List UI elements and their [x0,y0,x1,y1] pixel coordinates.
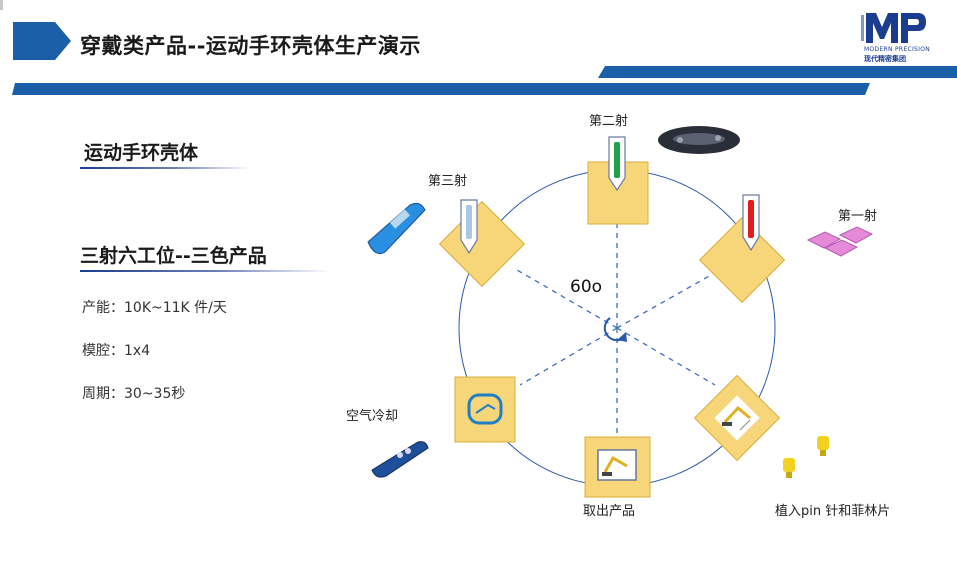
company-logo-icon [861,13,926,43]
process-heading: 三射六工位--三色产品 [80,245,267,267]
header-band [12,66,957,95]
station-second-shot [587,136,649,225]
label-second-shot: 第二射 [589,114,629,129]
station-first-shot [698,216,786,304]
rotation-arrow-icon [603,317,627,342]
product-pink-parts-icon [806,226,874,257]
first-shot-nozzle-icon [742,194,760,252]
label-third-shot: 第三射 [428,174,468,189]
product-pins-icon [783,436,829,478]
spec-capacity: 产能：10K~11K 件/天 [82,300,227,316]
label-air-cooling: 空气冷却 [346,409,399,424]
label-first-shot: 第一射 [838,209,878,224]
logo-caption-en: MODERN PRECISION [864,46,931,53]
title-arrow-icon [13,22,71,60]
label-take-out: 取出产品 [583,504,636,519]
station-third-shot [438,200,526,288]
product-heading-underline [80,167,250,169]
station-take-out [584,436,651,498]
station-air-cooling [454,376,516,443]
spec-cavity: 模腔：1x4 [82,343,151,359]
page-edge-mark [0,0,3,10]
robot-arm-icon [722,405,751,431]
product-cooling-band-icon [371,441,429,478]
logo-caption-cn: 现代精密集团 [864,55,906,63]
spec-cycle: 周期：30~35秒 [82,386,186,402]
third-shot-nozzle-icon [460,199,478,255]
label-insert-pin: 植入pin 针和菲林片 [775,504,891,519]
rotary-station-diagram [367,126,874,498]
station-insert-pin [693,374,781,462]
angle-label: 60o [570,277,603,297]
station-spokes [516,208,721,435]
process-heading-underline [80,270,330,272]
product-black-band-icon [658,126,740,154]
product-heading: 运动手环壳体 [84,142,199,164]
product-blue-band-icon [367,202,426,255]
page-title: 穿戴类产品--运动手环壳体生产演示 [80,34,421,58]
